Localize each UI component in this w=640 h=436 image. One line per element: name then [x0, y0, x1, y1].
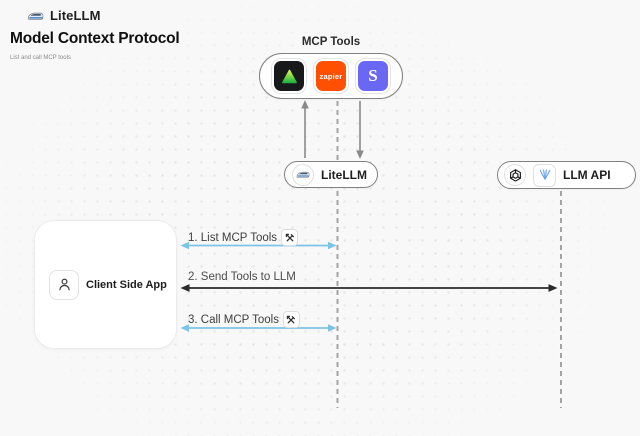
- litellm-node: LiteLLM: [284, 161, 378, 188]
- stripe-letter: S: [368, 66, 378, 85]
- mcp-tools-label: MCP Tools: [301, 36, 361, 48]
- person-glyph: [58, 278, 70, 291]
- hammer-wrench-icon: [281, 229, 299, 246]
- hammer-wrench-icon: [282, 311, 300, 328]
- step-3-label: 3. Call MCP Tools: [188, 311, 300, 328]
- zapier-wordmark: zapier: [319, 71, 343, 81]
- page-title: Model Context Protocol: [10, 30, 180, 47]
- zapier-icon: zapier: [316, 61, 346, 91]
- brand-name: LiteLLM: [50, 8, 101, 23]
- brand: LiteLLM: [27, 8, 101, 23]
- step-3-arrow: [180, 324, 337, 332]
- mcp-tools-group: zapier S: [259, 53, 403, 99]
- openai-icon: [504, 164, 526, 186]
- train-icon: [292, 163, 314, 186]
- client-node: Client Side App: [34, 220, 177, 349]
- train-icon: [27, 12, 44, 20]
- green-triangle-icon: [274, 61, 304, 91]
- step-1-label: 1. List MCP Tools: [188, 229, 299, 246]
- litellm-node-label: LiteLLM: [321, 167, 367, 182]
- client-node-label: Client Side App: [86, 278, 167, 291]
- step-1-text: 1. List MCP Tools: [188, 231, 278, 244]
- page-subtitle: List and call MCP tools: [10, 55, 71, 61]
- step-2-label: 2. Send Tools to LLM: [188, 271, 296, 283]
- step-1-arrow: [180, 241, 337, 250]
- train-glyph: [296, 171, 310, 178]
- blue-model-glyph: [539, 169, 550, 180]
- mcp-down-arrow: [356, 101, 364, 159]
- llm-api-node: LLM API: [497, 161, 636, 189]
- step-3-text: 3. Call MCP Tools: [188, 313, 279, 326]
- hammer-wrench-glyph: [287, 315, 296, 323]
- openai-glyph: [509, 168, 521, 182]
- step-2-arrow: [180, 284, 558, 292]
- llm-api-node-label: LLM API: [563, 168, 611, 182]
- blue-model-icon: [533, 163, 556, 187]
- person-icon: [49, 269, 79, 300]
- stripe-icon: S: [358, 61, 388, 91]
- green-triangle-glyph: [281, 69, 297, 83]
- mcp-up-arrow: [301, 100, 309, 158]
- step-2-text: 2. Send Tools to LLM: [188, 271, 296, 283]
- hammer-wrench-glyph: [285, 233, 294, 241]
